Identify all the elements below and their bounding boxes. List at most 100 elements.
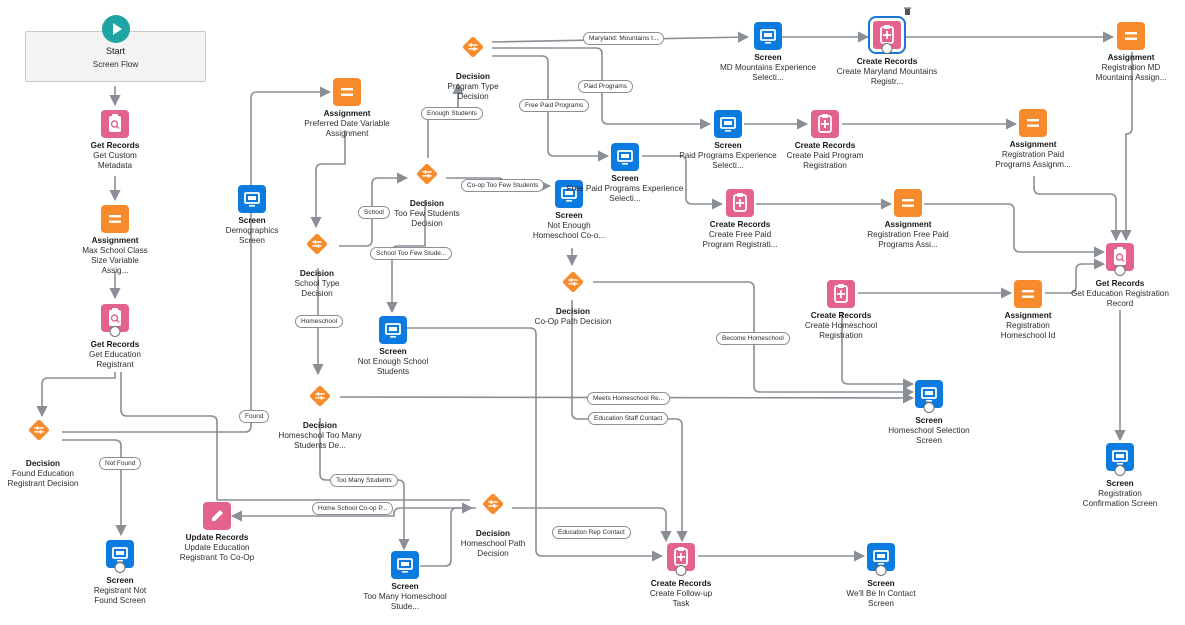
registration-paid-assign-node[interactable]: Assignment Registration Paid Programs As… <box>958 109 1108 170</box>
connector-label-rep-contact[interactable]: Education Rep Contact <box>552 526 631 539</box>
connector-label-enough-students[interactable]: Enough Students <box>421 107 483 120</box>
connector-port[interactable] <box>875 565 887 576</box>
preferred-date-node[interactable]: Assignment Preferred Date Variable Assig… <box>272 78 422 139</box>
screen-icon <box>238 185 266 213</box>
create-md-registration-node[interactable]: Create Records Create Maryland Mountains… <box>812 16 962 87</box>
connector-label-too-many[interactable]: Too Many Students <box>330 474 398 487</box>
decision-icon <box>28 419 57 448</box>
create-paid-registration-node[interactable]: Create Records Create Paid Program Regis… <box>750 110 900 171</box>
paid-programs-screen-node[interactable]: Screen Paid Programs Experience Selecti.… <box>653 110 803 171</box>
connector-label-not-found[interactable]: Not Found <box>99 457 142 470</box>
connector-label-found[interactable]: Found <box>239 410 270 423</box>
start-node[interactable]: Start Screen Flow <box>25 15 206 82</box>
node-label: Registration Paid Programs Assignm... <box>995 150 1071 169</box>
connector-label-school-too-few[interactable]: School Too Few Stude... <box>370 247 453 260</box>
connector <box>924 203 1106 258</box>
get-custom-metadata-node[interactable]: Get Records Get Custom Metadata <box>40 110 190 171</box>
assignment-icon <box>1117 22 1145 50</box>
free-paid-screen-node[interactable]: Screen Free Paid Programs Experience Sel… <box>550 143 700 204</box>
connector-port[interactable] <box>1114 265 1126 276</box>
node-type: Screen <box>379 347 407 356</box>
too-few-students-decision-node[interactable]: Decision Too Few Students Decision <box>352 160 502 229</box>
node-label: Too Many Homeschool Stude... <box>363 592 447 611</box>
create-homeschool-registration-node[interactable]: Create Records Create Homeschool Registr… <box>766 280 916 341</box>
connector-label-maryland[interactable]: Maryland: Mountains t... <box>583 32 665 45</box>
connector-port[interactable] <box>1114 465 1126 476</box>
get-education-registration-node[interactable]: Get Records Get Education Registration R… <box>1045 243 1185 309</box>
homeschool-selection-screen-node[interactable]: Screen Homeschool Selection Screen <box>854 380 1004 446</box>
create-followup-task-node[interactable]: Create Records Create Follow-up Task <box>606 543 756 609</box>
connector <box>1045 258 1106 294</box>
homeschool-too-many-decision-node[interactable]: Decision Homeschool Too Many Students De… <box>245 382 395 451</box>
node-type: Screen <box>867 579 895 588</box>
homeschool-path-decision-node[interactable]: Decision Homeschool Path Decision <box>418 490 568 559</box>
screen-icon <box>1106 443 1134 476</box>
node-label: Registration Homeschool Id <box>1000 321 1056 340</box>
assignment-icon <box>1014 280 1042 308</box>
node-label: Found Education Registrant Decision <box>7 469 79 488</box>
node-type: Decision <box>475 529 511 538</box>
not-enough-school-screen-node[interactable]: Screen Not Enough School Students <box>318 316 468 377</box>
node-label: Free Paid Programs Experience Selecti... <box>566 184 684 203</box>
screen-icon <box>611 143 639 171</box>
well-be-in-contact-screen-node[interactable]: Screen We'll Be In Contact Screen <box>806 543 956 609</box>
found-registrant-decision-node[interactable]: Decision Found Education Registrant Deci… <box>0 419 118 489</box>
registration-free-paid-assign-node[interactable]: Assignment Registration Free Paid Progra… <box>833 189 983 250</box>
node-label: Homeschool Selection Screen <box>888 426 970 445</box>
get-records-icon <box>1106 243 1134 276</box>
node-label: Registrant Not Found Screen <box>93 586 147 605</box>
md-mountains-screen-node[interactable]: Screen MD Mountains Experience Selecti..… <box>693 22 843 83</box>
max-school-class-node[interactable]: Assignment Max School Class Size Variabl… <box>40 205 190 276</box>
school-type-decision-node[interactable]: Decision School Type Decision <box>242 230 392 299</box>
node-label: Max School Class Size Variable Assig... <box>82 246 148 275</box>
connector-label-free-paid[interactable]: Free Paid Programs <box>519 99 590 112</box>
too-many-homeschool-screen-node[interactable]: Screen Too Many Homeschool Stude... <box>330 551 480 612</box>
connector-label-paid[interactable]: Paid Programs <box>578 80 633 93</box>
program-type-decision-node[interactable]: Decision Program Type Decision <box>398 33 548 102</box>
screen-icon <box>867 543 895 576</box>
demographics-screen-node[interactable]: Screen Demographics Screen <box>177 185 327 246</box>
node-type: Screen <box>714 141 742 150</box>
coop-path-decision-node[interactable]: Decision Co-Op Path Decision <box>498 268 648 327</box>
node-type: Decision <box>302 421 338 430</box>
connector-port[interactable] <box>881 43 893 54</box>
node-label: Get Custom Metadata <box>93 151 137 170</box>
get-education-registrant-node[interactable]: Get Records Get Education Registrant <box>40 304 190 370</box>
create-records-icon <box>868 16 906 54</box>
assignment-icon <box>101 205 129 233</box>
node-label: We'll Be In Contact Screen <box>846 589 916 608</box>
assignment-icon <box>333 78 361 106</box>
decision-icon <box>306 382 334 410</box>
node-type: Decision <box>455 72 491 81</box>
create-free-paid-registration-node[interactable]: Create Records Create Free Paid Program … <box>665 189 815 250</box>
connector-port[interactable] <box>114 562 126 573</box>
node-type: Decision <box>25 459 61 468</box>
connector-label-homeschool[interactable]: Homeschool <box>295 315 344 328</box>
node-label: Demographics Screen <box>225 226 279 245</box>
registrant-not-found-screen-node[interactable]: Screen Registrant Not Found Screen <box>45 540 195 606</box>
connector-label-school[interactable]: School <box>358 206 390 219</box>
registration-homeschool-id-node[interactable]: Assignment Registration Homeschool Id <box>953 280 1103 341</box>
connector-port[interactable] <box>675 565 687 576</box>
connector-label-home-school-coop[interactable]: Home School Co-op P... <box>312 502 394 515</box>
registration-confirmation-screen-node[interactable]: Screen Registration Confirmation Screen <box>1045 443 1185 509</box>
node-type: Screen <box>915 416 943 425</box>
get-records-icon <box>101 110 129 138</box>
connector-label-become-homeschool[interactable]: Become Homeschool <box>716 332 790 345</box>
not-enough-homeschool-coop-screen-node[interactable]: Screen Not Enough Homeschool Co-o... <box>494 180 644 241</box>
decision-icon <box>413 160 441 188</box>
delete-icon[interactable] <box>904 7 911 15</box>
node-type: Get Records <box>1095 279 1145 288</box>
create-records-icon <box>827 280 855 308</box>
connector-label-coop-too-few[interactable]: Co-op Too Few Students <box>461 179 545 192</box>
connector-label-staff-contact[interactable]: Education Staff Contact <box>588 412 669 425</box>
registration-md-assign-node[interactable]: Assignment Registration MD Mountains Ass… <box>1056 22 1185 83</box>
connector-port[interactable] <box>109 326 121 337</box>
connector-port[interactable] <box>923 402 935 413</box>
play-icon <box>101 15 130 43</box>
node-type: Screen <box>238 216 266 225</box>
update-registrant-node[interactable]: Update Records Update Education Registra… <box>142 502 292 563</box>
connector-label-meets-homeschool[interactable]: Meets Homeschool Re... <box>587 392 671 405</box>
connector <box>841 312 915 390</box>
